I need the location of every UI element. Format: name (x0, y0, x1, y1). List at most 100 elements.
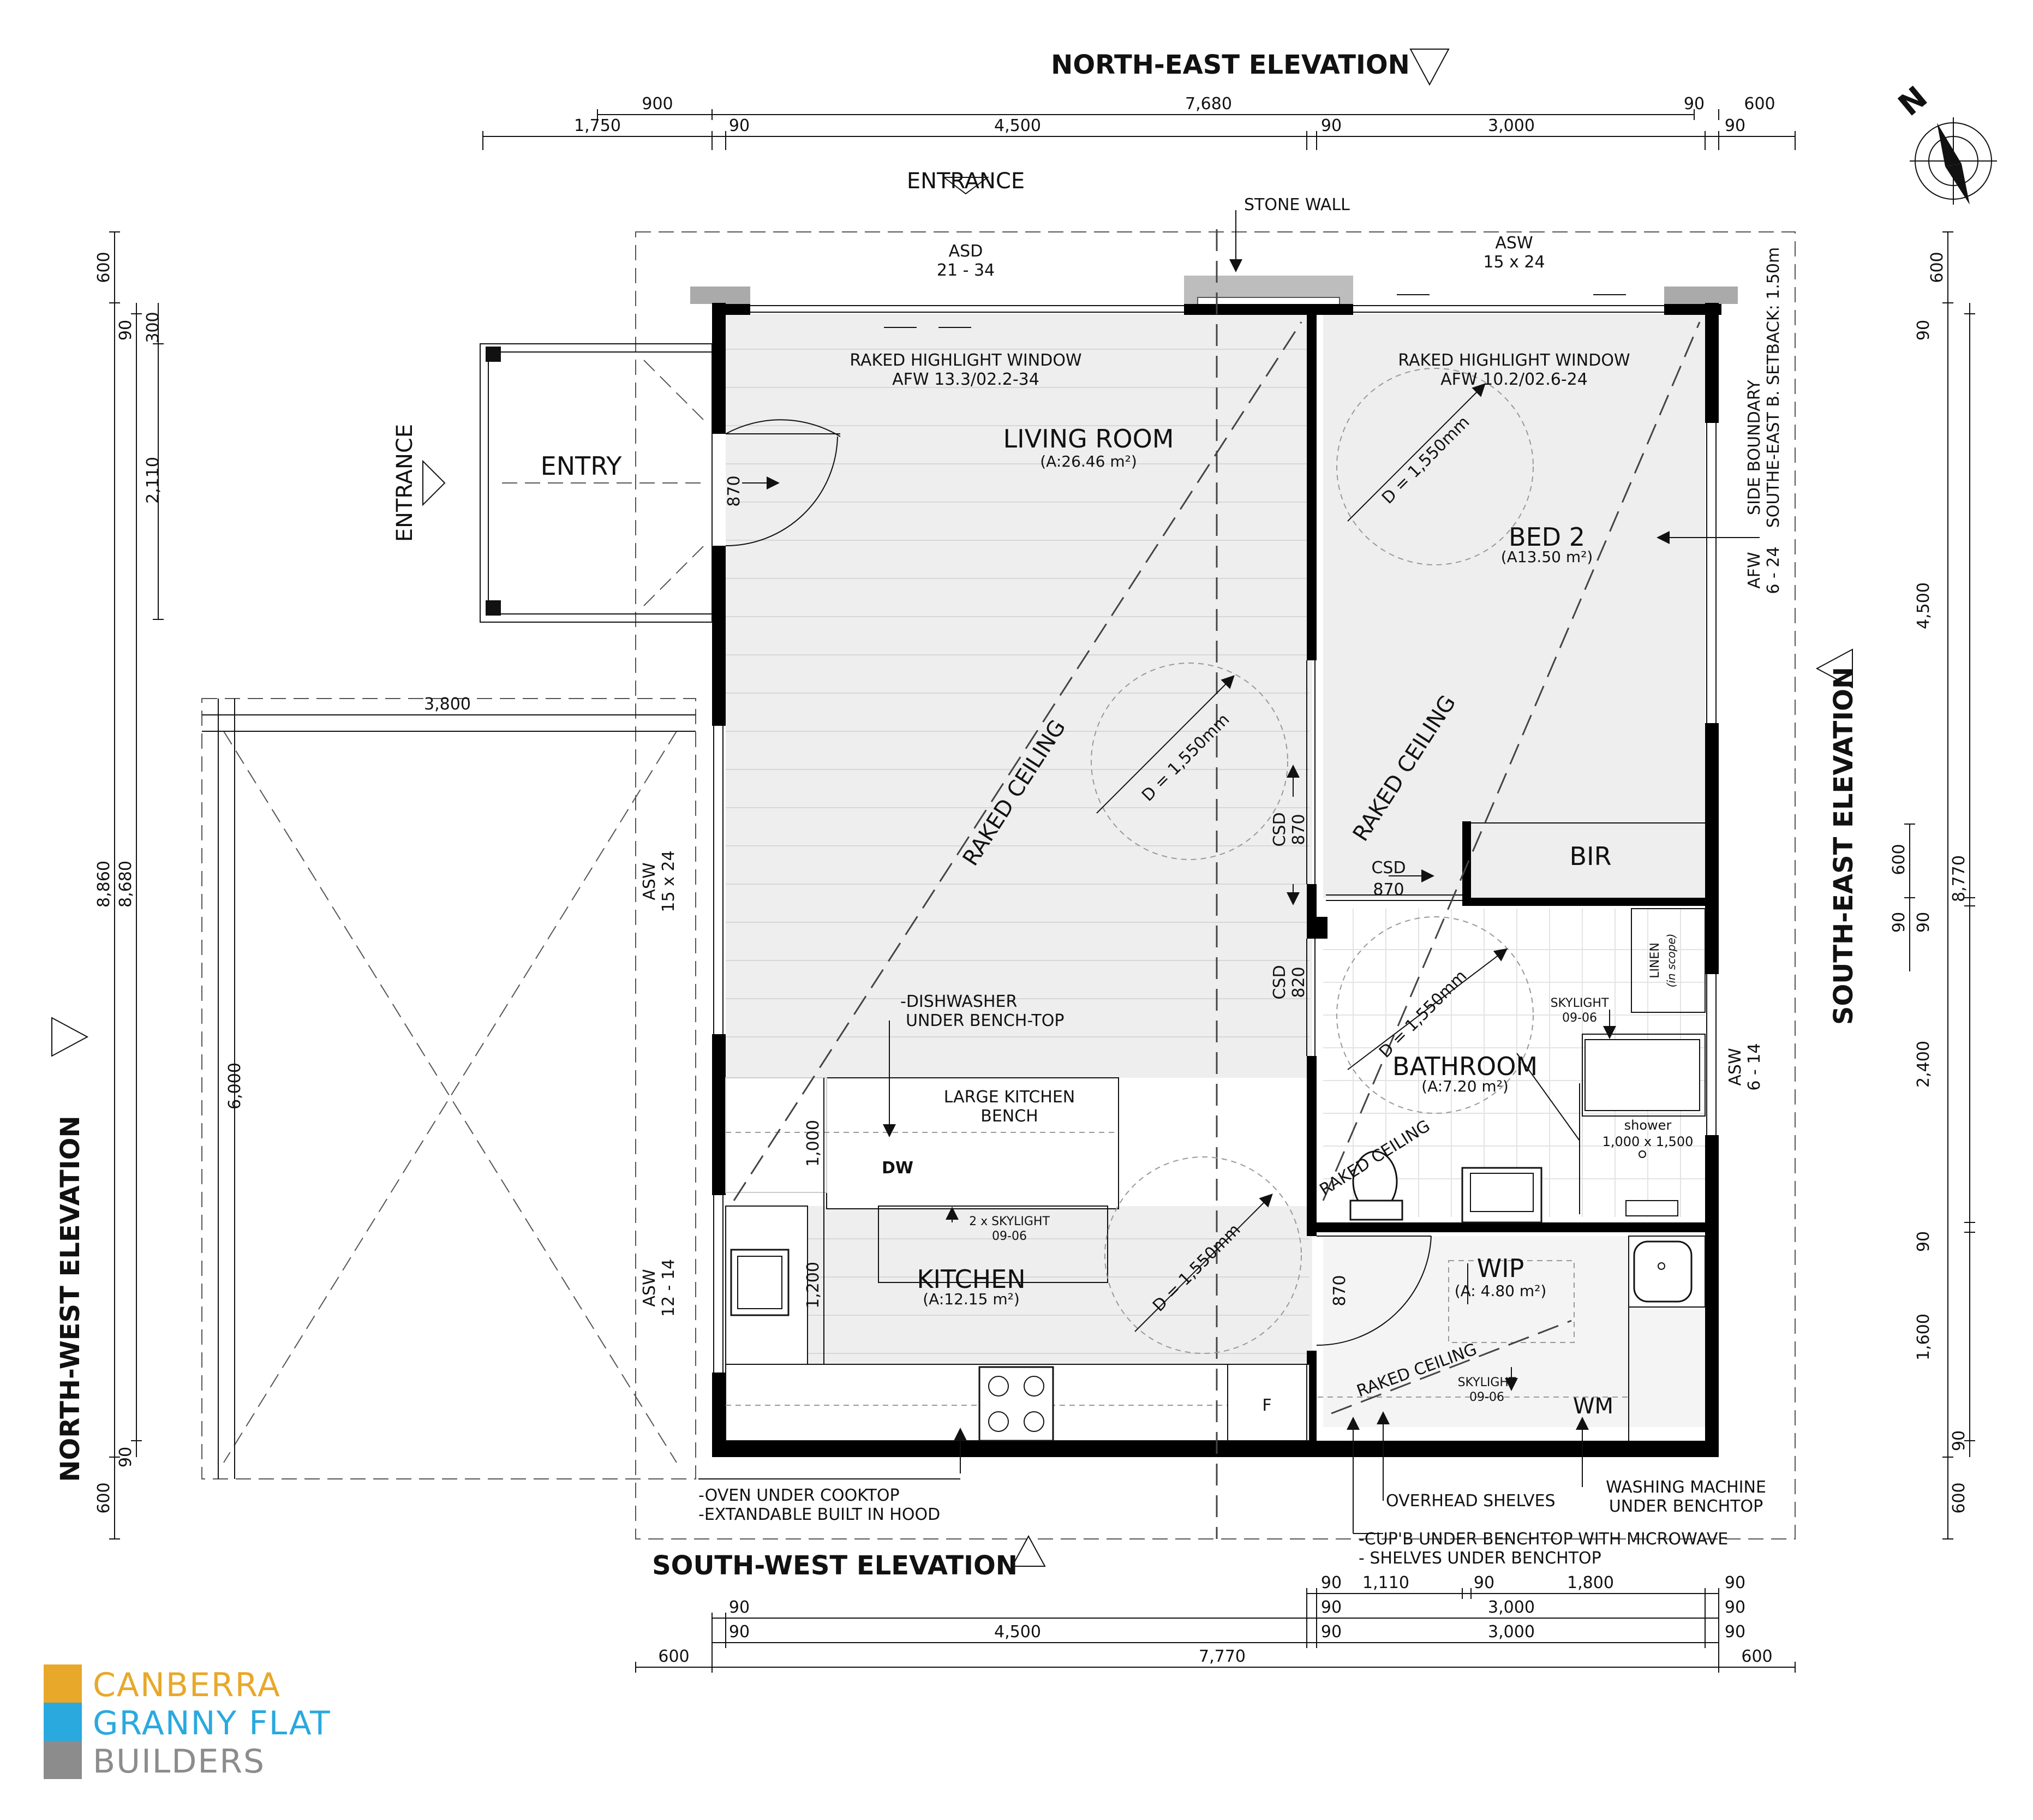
svg-text:90: 90 (729, 116, 750, 135)
logo-swatch-2 (44, 1703, 82, 1741)
svg-text:90: 90 (1914, 1231, 1933, 1252)
svg-text:3,000: 3,000 (1488, 1622, 1535, 1642)
bed-csd[interactable] (1306, 660, 1316, 884)
svg-text:90: 90 (1321, 1622, 1342, 1642)
windows (713, 305, 1717, 1373)
compass-north-label: N (1892, 80, 1934, 123)
skylight-wip-code: 09-06 (1469, 1391, 1504, 1404)
compass-icon (1910, 117, 1997, 205)
svg-text:4,500: 4,500 (994, 1622, 1041, 1642)
living-room-area: (A:26.46 m²) (1040, 452, 1137, 470)
svg-text:90: 90 (1321, 116, 1342, 135)
svg-text:90: 90 (116, 320, 135, 341)
svg-text:3,000: 3,000 (1488, 1598, 1535, 1617)
elevation-titles: NORTH-EAST ELEVATION SOUTH-WEST ELEVATIO… (55, 50, 1859, 1581)
asw-left-low-code: 12 - 14 (659, 1259, 678, 1317)
entry-door[interactable] (725, 419, 841, 546)
bathroom-csd[interactable] (1306, 939, 1316, 1056)
skylight-bath-code: 09-06 (1562, 1011, 1597, 1025)
svg-text:300: 300 (143, 312, 163, 343)
setback-line1: SIDE BOUNDARY (1745, 379, 1764, 515)
asw-left-code: 15 x 24 (659, 850, 678, 912)
svg-text:90: 90 (1950, 1430, 1969, 1451)
asw-bath-label: ASW (1726, 1048, 1745, 1085)
cupb-note: -CUP'B UNDER BENCHTOP WITH MICROWAVE (1359, 1530, 1728, 1549)
entry-label: ENTRY (541, 451, 623, 481)
logo-swatch-3 (44, 1741, 82, 1779)
stone-wall-label: STONE WALL (1244, 195, 1350, 214)
skylight-wip-label: SKYLIGHT (1458, 1376, 1516, 1389)
svg-text:90: 90 (1890, 912, 1909, 933)
kitchen-bench-label-2: BENCH (980, 1107, 1038, 1126)
svg-text:90: 90 (116, 1447, 135, 1467)
csd-bath-size: 820 (1289, 966, 1308, 998)
logo-line-1: CANBERRA (93, 1666, 281, 1704)
bathroom-label: BATHROOM (1392, 1052, 1538, 1081)
oven-note: -OVEN UNDER COOKTOP (698, 1486, 900, 1505)
logo-swatch-1 (44, 1664, 82, 1703)
kitchen-bench-label: LARGE KITCHEN (944, 1088, 1075, 1107)
svg-text:90: 90 (1914, 912, 1933, 933)
svg-text:4,500: 4,500 (994, 116, 1041, 135)
hood-note: -EXTANDABLE BUILT IN HOOD (698, 1505, 940, 1524)
svg-text:3,000: 3,000 (1488, 116, 1535, 135)
overhead-note: OVERHEAD SHELVES (1386, 1491, 1556, 1511)
south-west-elevation-label: SOUTH-WEST ELEVATION (652, 1550, 1018, 1581)
svg-text:600: 600 (94, 252, 113, 283)
kitchen-fixtures (725, 1077, 1310, 1442)
csd-bed-label: CSD (1270, 812, 1289, 846)
svg-text:600: 600 (94, 1482, 113, 1513)
entrance-top-label: ENTRANCE (907, 169, 1025, 194)
north-west-elevation-label: NORTH-WEST ELEVATION (55, 1115, 86, 1482)
asw-top-code: 15 x 24 (1483, 253, 1545, 272)
bathroom-fixtures (1349, 908, 1706, 1224)
entry-door-size: 870 (725, 475, 744, 506)
svg-text:90: 90 (1725, 1573, 1745, 1592)
bir-csd[interactable] (1326, 822, 1705, 901)
wip-door[interactable] (1316, 1236, 1432, 1346)
svg-text:7,680: 7,680 (1185, 94, 1232, 114)
svg-text:600: 600 (658, 1647, 689, 1666)
svg-text:4,500: 4,500 (1914, 582, 1933, 629)
svg-text:90: 90 (729, 1598, 750, 1617)
svg-text:8,680: 8,680 (116, 861, 135, 908)
raked-window-living: RAKED HIGHLIGHT WINDOW (850, 351, 1081, 370)
svg-text:600: 600 (1890, 844, 1909, 875)
logo-line-3: BUILDERS (93, 1743, 265, 1781)
bir-label: BIR (1569, 842, 1611, 871)
linen-note: (in scope) (1665, 934, 1678, 988)
svg-text:3,800: 3,800 (424, 695, 471, 714)
svg-text:1,200: 1,200 (804, 1262, 823, 1309)
asd-label: ASD (949, 242, 983, 261)
asw-top-label: ASW (1495, 234, 1533, 253)
svg-text:90: 90 (1725, 1598, 1745, 1617)
elevation-markers (51, 49, 1853, 1567)
bed2-label: BED 2 (1509, 522, 1585, 552)
fridge-label: F (1262, 1396, 1271, 1415)
csd-bir-label: CSD (1371, 858, 1406, 878)
svg-text:2,110: 2,110 (143, 457, 163, 504)
svg-text:600: 600 (1741, 1647, 1772, 1666)
svg-text:7,770: 7,770 (1199, 1647, 1246, 1666)
skylight-bath-label: SKYLIGHT (1551, 996, 1609, 1010)
fridge (1227, 1364, 1307, 1441)
svg-text:1,600: 1,600 (1914, 1314, 1933, 1360)
setback-line2: SOUTHE-EAST B. SETBACK: 1.50m (1764, 247, 1783, 528)
svg-text:90: 90 (1474, 1573, 1494, 1592)
svg-text:600: 600 (1928, 252, 1947, 283)
wip-fixtures (1318, 1236, 1706, 1441)
svg-text:90: 90 (1725, 1622, 1745, 1642)
living-room-label: LIVING ROOM (1003, 424, 1174, 453)
svg-text:1,750: 1,750 (574, 116, 621, 135)
window-arrows (884, 294, 1626, 328)
wip-area: (A: 4.80 m²) (1455, 1282, 1547, 1300)
asw-left-low-label: ASW (640, 1269, 659, 1306)
svg-text:8,770: 8,770 (1950, 855, 1969, 902)
dishwasher-label: -DISHWASHER (900, 992, 1017, 1011)
site-boundary (635, 231, 1796, 1539)
svg-text:90: 90 (1321, 1573, 1342, 1592)
svg-text:90: 90 (1684, 94, 1705, 114)
linen-label: LINEN (1648, 942, 1662, 978)
south-east-elevation-label: SOUTH-EAST ELEVATION (1828, 667, 1859, 1025)
